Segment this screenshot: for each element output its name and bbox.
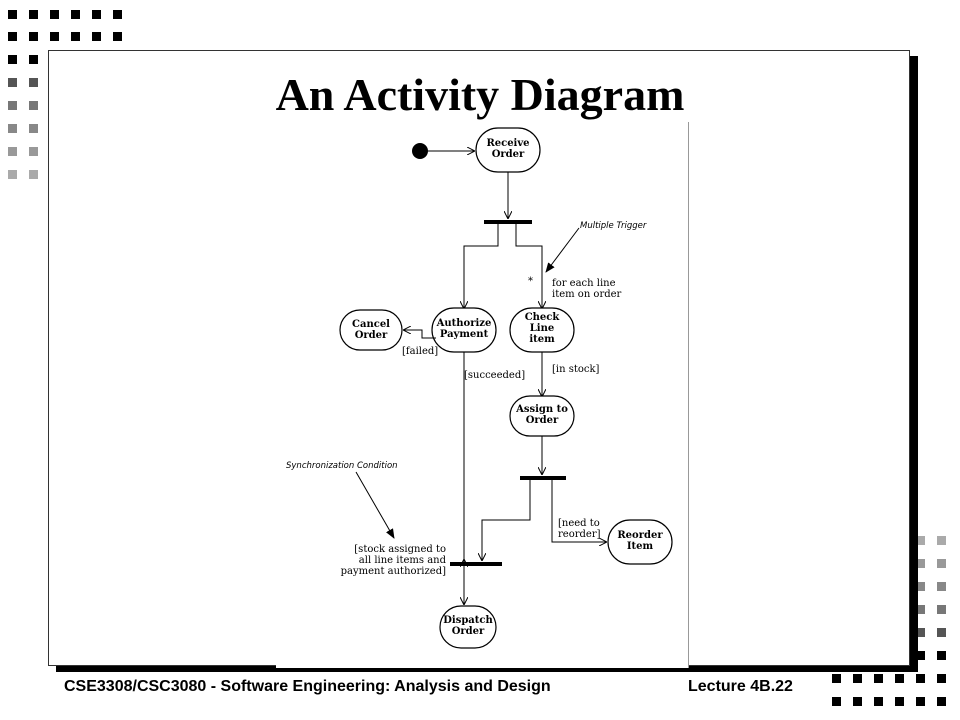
dispatch-order-line2: Order bbox=[452, 626, 485, 637]
guard-failed: [failed] bbox=[402, 346, 438, 357]
top-left-squares bbox=[8, 10, 122, 179]
authorize-payment-line1: Authorize bbox=[436, 318, 492, 329]
multiple-trigger-pointer bbox=[545, 227, 580, 273]
assign-to-order-line2: Order bbox=[526, 415, 559, 426]
multiple-trigger-note: Multiple Trigger bbox=[580, 221, 647, 231]
check-line-item-line3: item bbox=[529, 334, 555, 345]
fork-bar bbox=[484, 220, 532, 224]
fork-bar-2 bbox=[520, 476, 566, 480]
decorative-squares-top-left bbox=[8, 10, 122, 179]
flow-fork2-to-reorder bbox=[551, 480, 606, 542]
activity-receive-order: Receive Order bbox=[475, 127, 541, 173]
receive-order-line1: Receive bbox=[486, 138, 529, 149]
flow-fork-to-check bbox=[515, 224, 542, 308]
cancel-order-line2: Order bbox=[355, 330, 388, 341]
activity-dispatch-order: Dispatch Order bbox=[439, 605, 497, 649]
initial-state bbox=[412, 143, 428, 159]
sync-guard-line3: payment authorized] bbox=[341, 566, 446, 577]
footer-lecture: Lecture 4B.22 bbox=[688, 678, 793, 695]
reorder-item-line2: Item bbox=[627, 541, 654, 552]
activity-assign-to-order: Assign to Order bbox=[509, 395, 575, 437]
activity-authorize-payment: Authorize Payment bbox=[431, 307, 497, 353]
for-each-line1: for each line bbox=[552, 278, 616, 289]
dispatch-order-line1: Dispatch bbox=[443, 615, 493, 626]
slide-title: An Activity Diagram bbox=[275, 69, 685, 120]
guard-need-to-1: [need to bbox=[558, 518, 600, 529]
check-line-item-line2: Line bbox=[530, 323, 554, 334]
join-bar bbox=[450, 562, 502, 566]
activity-reorder-item: Reorder Item bbox=[607, 519, 673, 565]
sync-guard-line2: all line items and bbox=[359, 555, 447, 566]
assign-to-order-line1: Assign to bbox=[515, 404, 568, 415]
sync-guard-line1: [stock assigned to bbox=[354, 544, 446, 555]
cancel-order-line1: Cancel bbox=[352, 319, 390, 330]
flow-fork2-to-join bbox=[482, 480, 531, 560]
flow-authorize-to-cancel bbox=[404, 330, 436, 339]
sync-condition-pointer bbox=[355, 471, 395, 539]
flow-fork-to-authorize bbox=[464, 224, 499, 308]
check-line-item-line1: Check bbox=[525, 312, 561, 323]
activity-cancel-order: Cancel Order bbox=[339, 309, 403, 351]
guard-in-stock: [in stock] bbox=[552, 364, 600, 375]
activity-check-line-item: Check Line item bbox=[509, 307, 575, 353]
footer-course: CSE3308/CSC3080 - Software Engineering: … bbox=[64, 678, 551, 695]
reorder-item-line1: Reorder bbox=[617, 530, 663, 541]
decorative-squares-bottom-right bbox=[832, 536, 946, 706]
multiplicity-star: * bbox=[528, 276, 533, 287]
for-each-line2: item on order bbox=[552, 289, 622, 300]
activity-diagram: Receive Order Multiple Trigger * for eac… bbox=[276, 122, 689, 668]
authorize-payment-line2: Payment bbox=[440, 329, 489, 340]
sync-condition-note: Synchronization Condition bbox=[286, 461, 398, 471]
receive-order-line2: Order bbox=[492, 149, 525, 160]
guard-succeeded: [succeeded] bbox=[464, 370, 525, 381]
guard-need-to-2: reorder] bbox=[558, 529, 601, 540]
